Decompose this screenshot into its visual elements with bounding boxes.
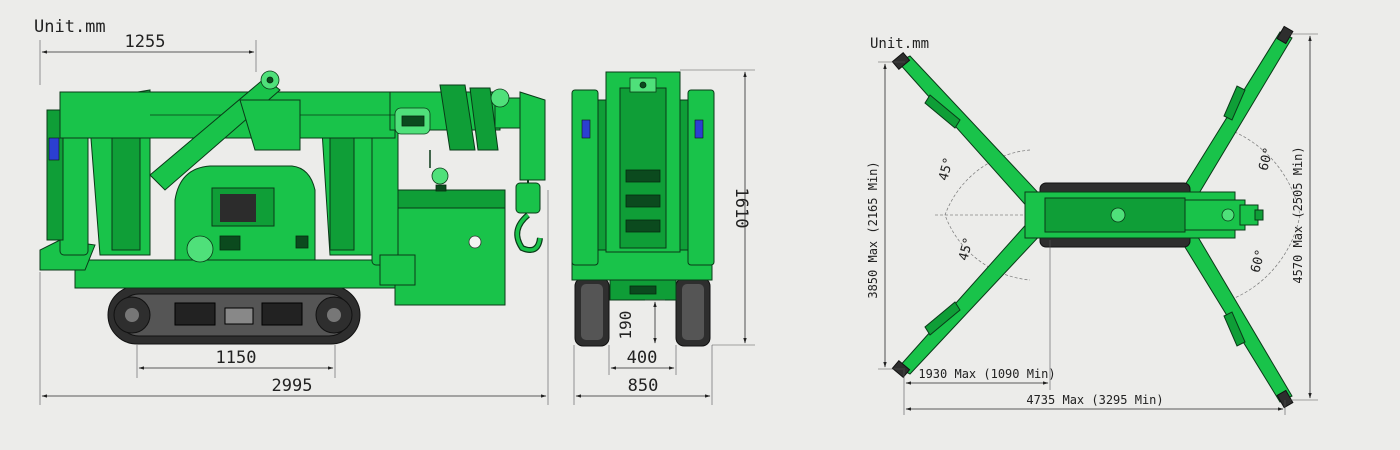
top-view: Unit.mm 45° 45° [866,25,1318,415]
rear-lower-angle: 60° [1248,248,1269,275]
side-view: Unit.mm 1255 [34,17,549,405]
rear-span-dimension: 4570 Max (2505 Min) [1291,146,1305,283]
boom-offset-dimension: 1255 [125,32,166,52]
total-span-dimension: 4735 Max (3295 Min) [1026,393,1163,407]
overall-length-dimension: 2995 [272,376,313,396]
side-unit-label: Unit.mm [34,17,106,37]
ground-clearance-dimension: 190 [616,311,635,340]
width-dimension: 850 [628,376,659,396]
rear-counterweight [394,189,506,306]
rear-upper-angle: 60° [1256,146,1277,173]
front-lower-angle: 45° [956,236,977,263]
front-span-dimension: 3850 Max (2165 Min) [866,161,880,298]
track-contact-dimension: 1150 [216,348,257,368]
top-unit-label: Unit.mm [870,36,929,52]
height-dimension: 1610 [731,188,751,229]
front-upper-angle: 45° [936,156,957,183]
crane-hook [514,180,543,253]
chassis-frame [74,259,406,289]
track-gauge-dimension: 400 [627,348,658,368]
crawler-track [107,285,361,345]
front-view: 1610 190 400 850 [571,69,755,405]
cover-hatch [186,235,214,263]
luffing-cylinder [149,70,301,191]
front-reach-dimension: 1930 Max (1090 Min) [918,367,1055,381]
